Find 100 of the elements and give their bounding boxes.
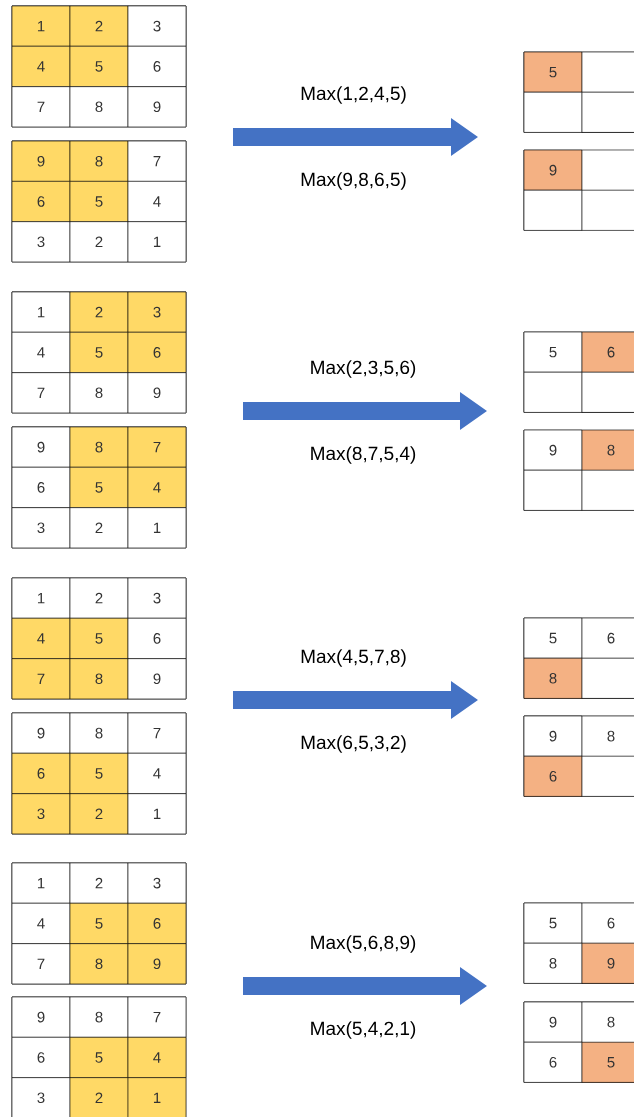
table-cell: 2 [69,1077,129,1117]
table-cell: 6 [11,181,71,222]
table-cell: 7 [11,372,71,414]
table-cell: 2 [69,291,129,333]
table-cell: 6 [127,902,187,944]
table-cell: 8 [69,658,129,700]
table-cell: 9 [523,1001,583,1043]
table-cell: 2 [69,577,129,619]
table-cell: 4 [127,1037,187,1078]
table-cell: 9 [11,712,71,754]
table-cell: 5 [69,752,129,794]
table-cell: 4 [11,617,71,659]
table-cell: 3 [11,1077,71,1117]
table-cell: 3 [127,577,187,619]
table-cell: 5 [523,331,583,373]
table-cell: 9 [127,86,187,128]
table-cell: 9 [127,943,187,985]
table-cell: 6 [127,45,187,87]
table-cell: 6 [127,331,187,373]
table-cell: 9 [581,942,634,984]
table-cell: 1 [127,793,187,835]
table-cell: 8 [581,429,634,471]
table-cell: 8 [69,712,129,754]
table-cell: 7 [11,658,71,700]
table-cell: 8 [581,715,634,757]
table-cell: 2 [69,221,129,263]
table-cell: 1 [127,221,187,263]
table-cell: 6 [11,752,71,794]
table-cell: 6 [581,902,634,944]
table-cell: 1 [11,5,71,47]
table-cell: 5 [69,617,129,659]
table-cell: 3 [11,221,71,263]
table-cell: 8 [69,372,129,414]
table-cell: 6 [581,331,634,373]
table-cell: 5 [69,1037,129,1078]
table-cell: 9 [11,426,71,468]
table-cell: 5 [69,181,129,222]
table-cell: 6 [523,755,583,797]
table-cell: 5 [69,902,129,944]
table-cell: 8 [69,140,129,182]
arrow-label: Max(8,7,5,4) [311,446,416,464]
table-cell: 7 [127,996,187,1038]
table-cell: 8 [523,657,583,699]
table-cell: 9 [11,996,71,1038]
arrow-label: Max(6,5,3,2) [301,735,406,753]
table-cell: 9 [127,372,187,414]
arrow-label: Max(5,4,2,1) [311,1021,416,1039]
table-cell: 1 [127,507,187,549]
table-cell: 4 [11,45,71,87]
table-cell: 4 [127,466,187,508]
table-cell: 3 [127,5,187,47]
table-cell: 3 [127,291,187,333]
table-cell: 9 [523,149,583,191]
table-cell: 6 [581,617,634,659]
table-cell: 6 [127,617,187,659]
table-cell: 9 [523,715,583,757]
table-cell: 9 [523,429,583,471]
table-cell: 4 [11,331,71,373]
arrow-label: Max(9,8,6,5) [301,172,406,190]
table-cell: 3 [127,862,187,904]
table-cell: 7 [11,86,71,128]
table-cell: 8 [69,86,129,128]
table-cell: 6 [523,1041,583,1083]
table-cell: 9 [127,658,187,700]
table-cell: 8 [523,942,583,984]
table-cell: 1 [11,862,71,904]
table-cell: 3 [11,507,71,549]
table-cell: 6 [11,1037,71,1078]
arrow-label: Max(2,3,5,6) [311,360,416,378]
table-cell: 8 [69,426,129,468]
table-cell: 5 [69,331,129,373]
table-cell: 5 [523,617,583,659]
table-cell: 1 [11,291,71,333]
table-cell: 4 [11,902,71,944]
table-cell: 8 [69,943,129,985]
table-cell: 6 [11,466,71,508]
table-cell: 1 [127,1077,187,1117]
table-cell: 7 [127,426,187,468]
table-cell: 8 [581,1001,634,1043]
arrow-label: Max(5,6,8,9) [311,935,416,953]
table-cell: 4 [127,181,187,222]
table-cell: 5 [581,1041,634,1083]
table-cell: 7 [127,712,187,754]
table-cell: 7 [127,140,187,182]
table-cell: 1 [11,577,71,619]
arrow-label: Max(4,5,7,8) [301,649,406,667]
table-cell: 2 [69,5,129,47]
arrow-label: Max(1,2,4,5) [301,86,406,104]
table-cell: 2 [69,793,129,835]
table-cell: 5 [523,902,583,944]
table-cell: 7 [11,943,71,985]
table-cell: 3 [11,793,71,835]
table-cell: 9 [11,140,71,182]
table-cell: 5 [69,45,129,87]
table-cell: 5 [523,51,583,93]
table-cell: 5 [69,466,129,508]
table-cell: 2 [69,507,129,549]
table-cell: 2 [69,862,129,904]
table-cell: 8 [69,996,129,1038]
table-cell: 4 [127,752,187,794]
